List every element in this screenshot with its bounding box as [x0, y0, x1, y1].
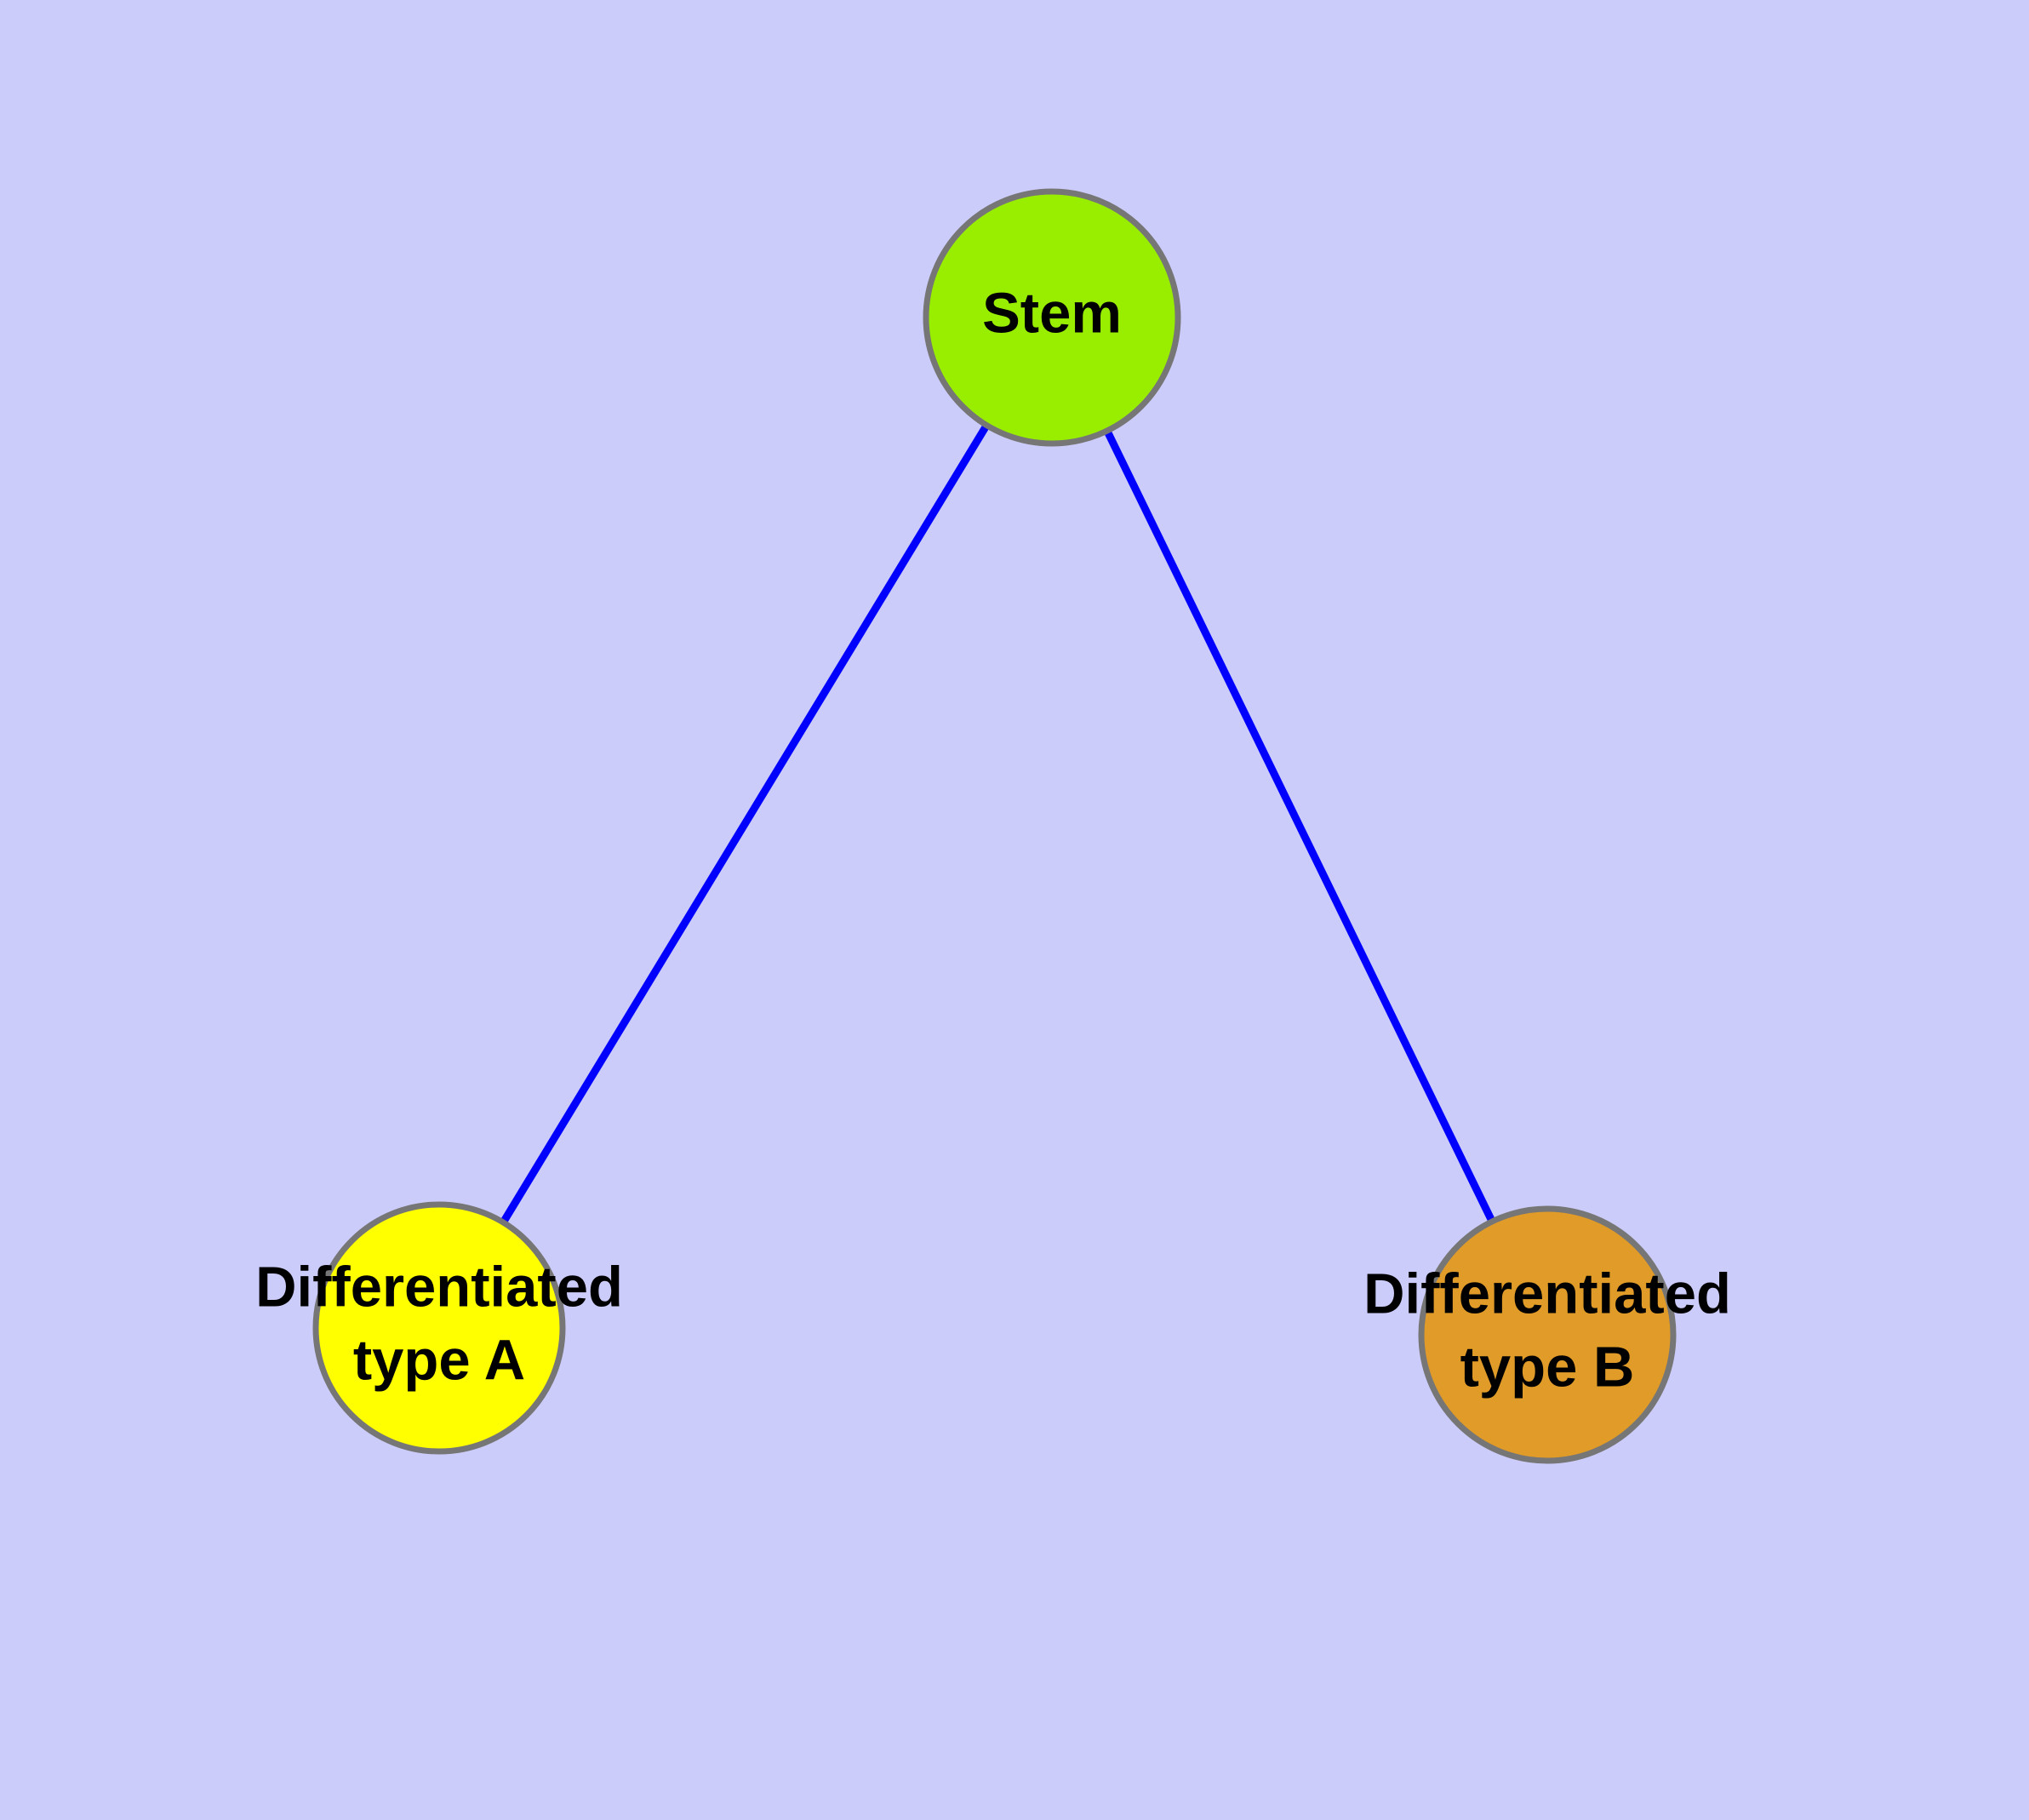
node-circle-stem[interactable]: [923, 188, 1181, 447]
node-label-line-diff_b-0: Differentiated: [1363, 1262, 1731, 1326]
node-label-diff_b: Differentiated type B: [1363, 1262, 1731, 1399]
node-diff_b[interactable]: [1418, 1205, 1677, 1464]
edge-layer: [500, 423, 1496, 1225]
node-label-line-diff_b-1: type B: [1460, 1336, 1635, 1399]
node-stem[interactable]: [923, 188, 1181, 447]
node-label-stem: Stem: [982, 282, 1122, 346]
node-label-line-diff_a-0: Differentiated: [255, 1256, 623, 1319]
node-circle-diff_a[interactable]: [312, 1201, 566, 1455]
edge-stem-to-diff_a[interactable]: [500, 423, 991, 1225]
node-label-diff_a: Differentiated type A: [255, 1256, 623, 1393]
edge-stem-to-diff_b[interactable]: [1103, 429, 1496, 1223]
node-label-line-stem-0: Stem: [982, 282, 1122, 346]
node-circle-diff_b[interactable]: [1418, 1205, 1677, 1464]
node-diff_a[interactable]: [312, 1201, 566, 1455]
node-label-line-diff_a-1: type A: [353, 1329, 525, 1393]
